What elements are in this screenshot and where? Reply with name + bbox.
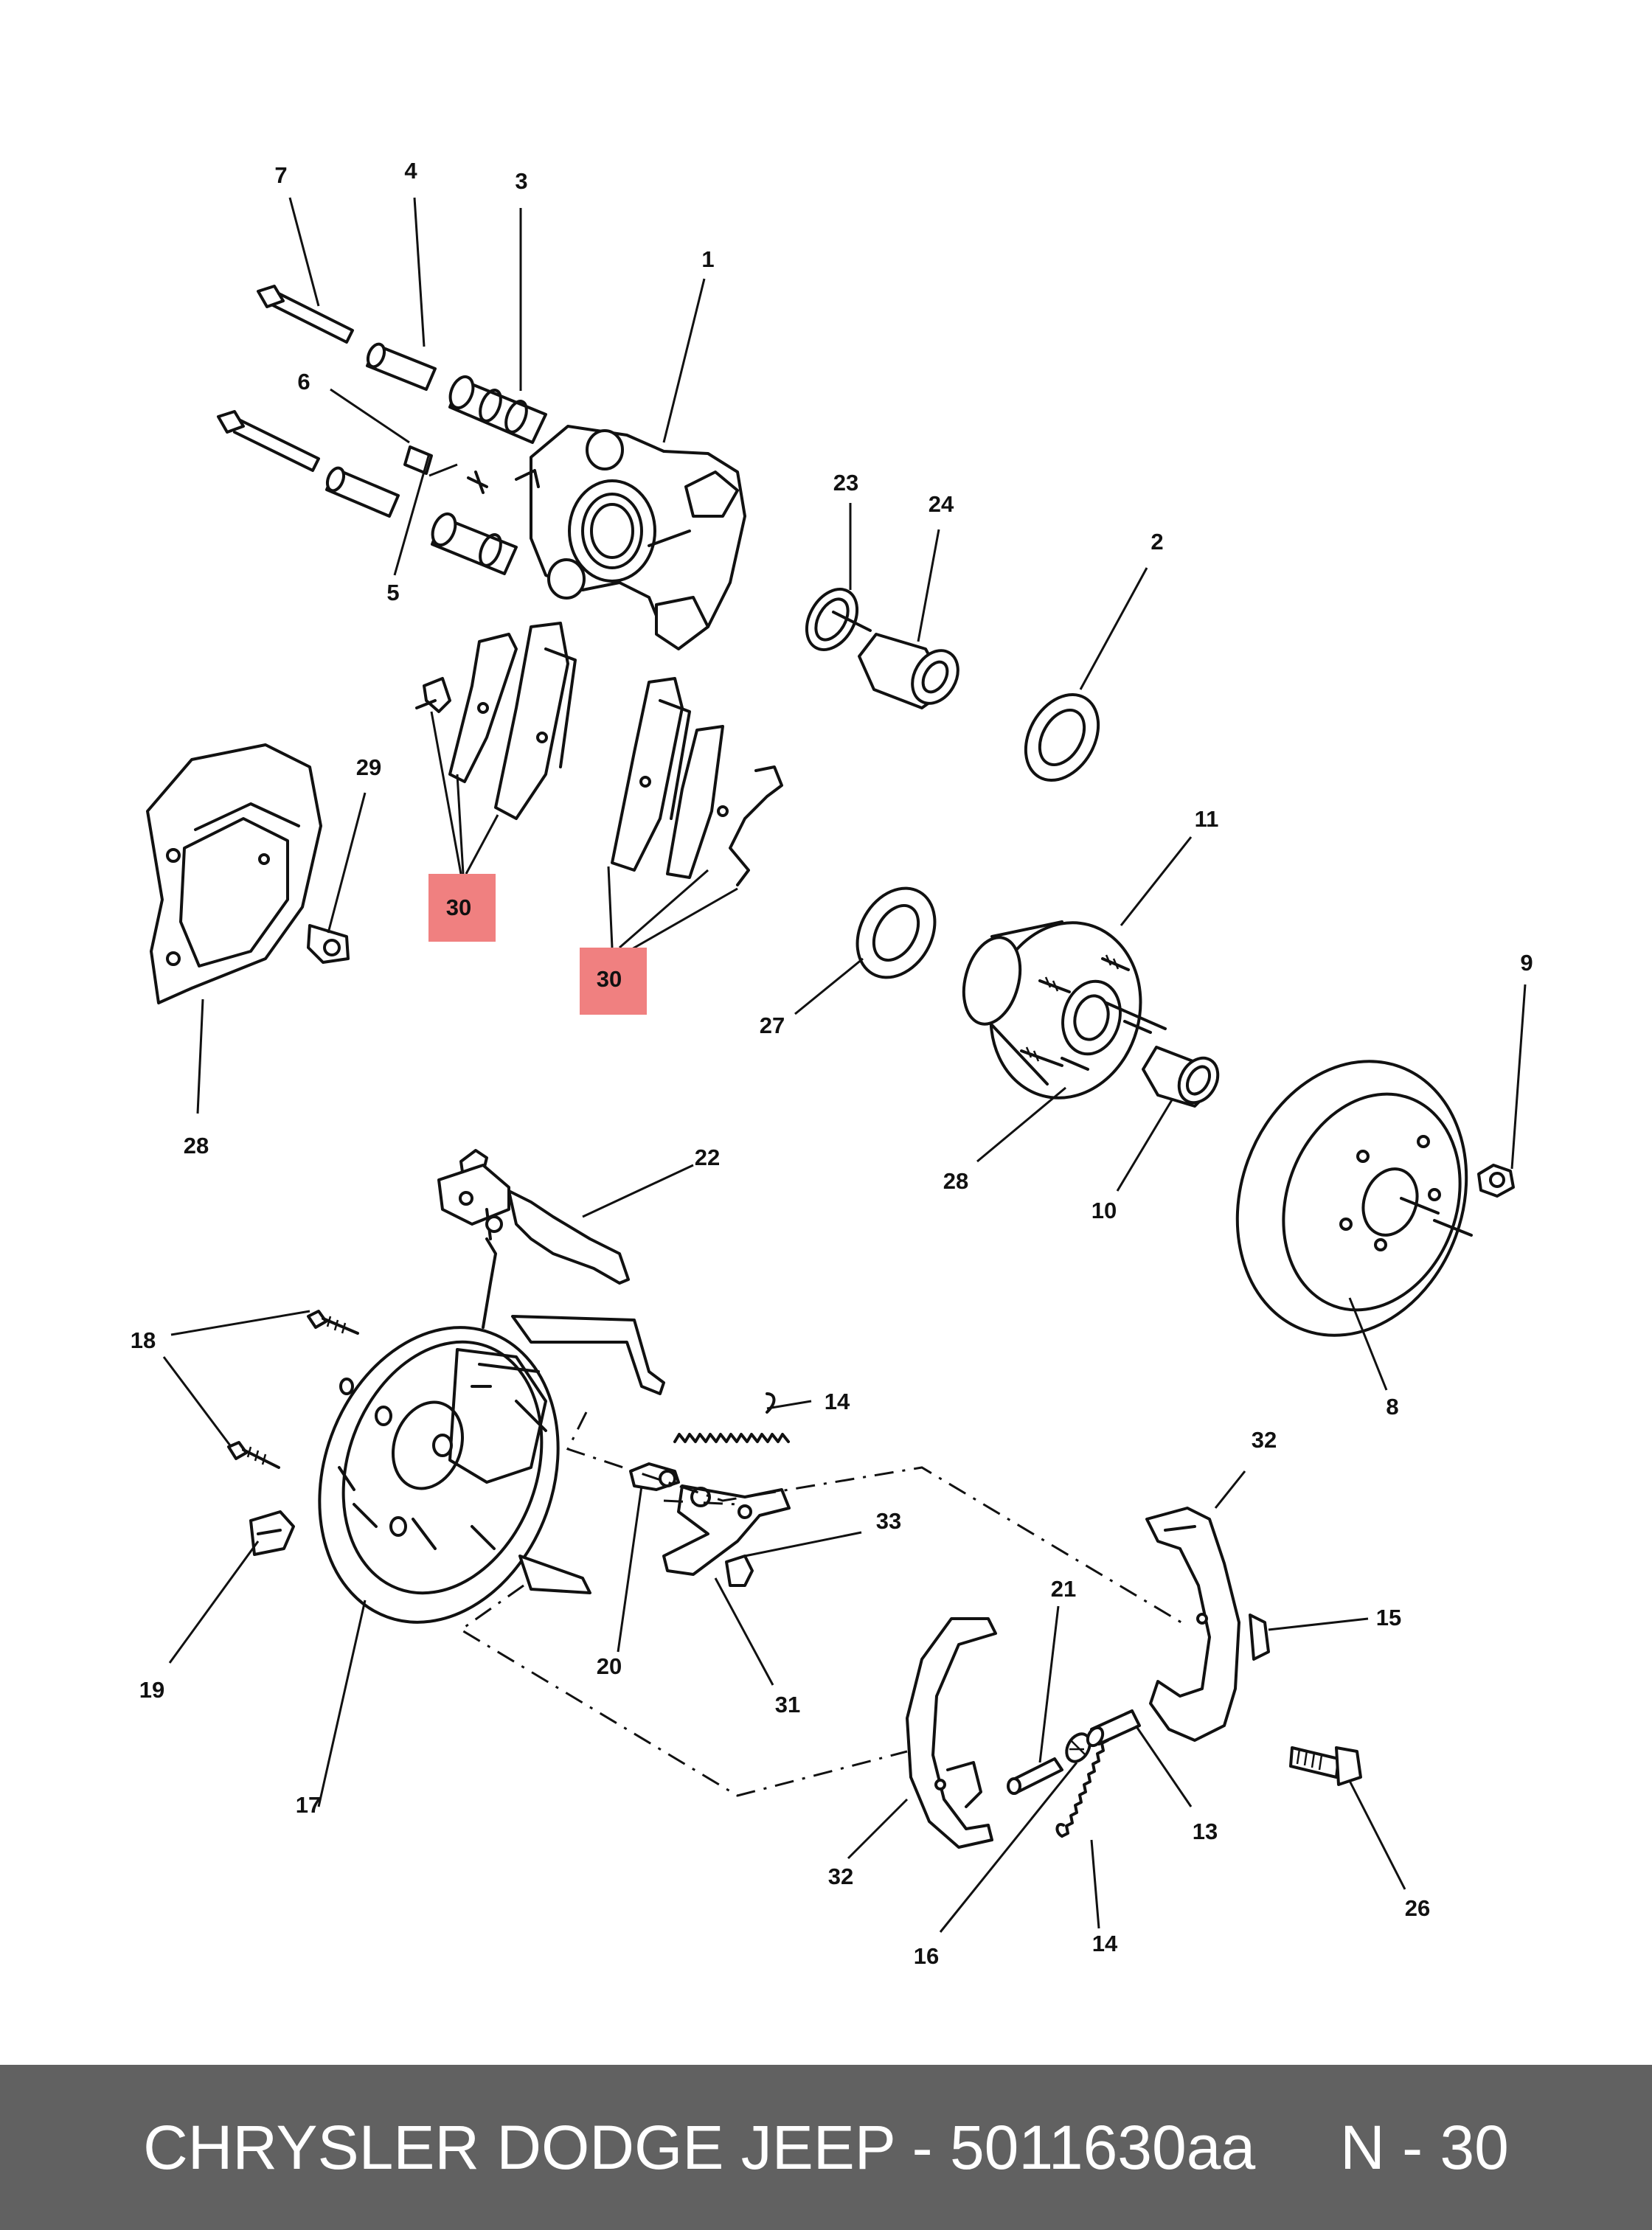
callout-30-right: 30 xyxy=(597,966,622,992)
callout-11: 11 xyxy=(1195,806,1219,832)
callout-27: 28 xyxy=(943,1168,968,1194)
footer-ref-prefix: N - xyxy=(1340,2113,1440,2182)
part-31-strut xyxy=(662,1484,791,1576)
part-1-caliper-body xyxy=(515,425,746,650)
callout-23: 23 xyxy=(833,470,858,496)
callout-33: 33 xyxy=(876,1508,901,1534)
part-28-splash-shield xyxy=(146,743,322,1004)
assembly-phantom-lines xyxy=(459,1411,1188,1797)
part-21-adjuster-pin xyxy=(1007,1757,1063,1795)
callout-8: 8 xyxy=(1386,1394,1398,1420)
part-18-bolt-lower xyxy=(227,1441,280,1469)
callout-19: 19 xyxy=(139,1677,164,1703)
caliper-lower-bushing xyxy=(431,512,518,575)
callout-4: 4 xyxy=(404,158,417,184)
footer-ref-number: 30 xyxy=(1440,2113,1509,2182)
part-27-studs xyxy=(1020,954,1152,1071)
part-16-wheel xyxy=(1065,1732,1092,1763)
callout-21: 21 xyxy=(1051,1576,1076,1602)
part-14-spring-lower xyxy=(1055,1739,1109,1838)
callout-20: 20 xyxy=(597,1653,622,1679)
part-7-bolt xyxy=(257,285,354,344)
callout-32-upper: 32 xyxy=(1252,1427,1277,1453)
footer-separator: - xyxy=(895,2113,950,2182)
part-26-seal xyxy=(856,886,937,979)
brake-pads xyxy=(415,622,783,886)
callout-1: 1 xyxy=(701,246,714,272)
part-3-bushing xyxy=(448,375,547,444)
callout-13: 13 xyxy=(1193,1819,1218,1844)
part-22-lever xyxy=(437,1149,630,1329)
callout-15: 15 xyxy=(1376,1605,1401,1630)
callout-25: 26 xyxy=(1405,1895,1430,1921)
part-23-seal xyxy=(805,588,859,651)
callout-10: 10 xyxy=(1092,1198,1117,1223)
part-24-bearing xyxy=(832,611,959,709)
part-10-ring xyxy=(1142,1046,1220,1108)
part-5-sleeve xyxy=(325,466,400,518)
callout-2: 2 xyxy=(1150,529,1163,555)
highlight-box-right xyxy=(580,948,647,1015)
callout-17: 17 xyxy=(296,1792,321,1818)
part-8-rotor-drum xyxy=(1235,1060,1473,1337)
part-4-sleeve xyxy=(366,342,437,391)
part-18-bolt-upper xyxy=(307,1310,359,1335)
part-2-seal xyxy=(1024,692,1100,782)
callout-6: 6 xyxy=(297,369,310,395)
callout-29: 29 xyxy=(356,754,381,780)
footer-caption: CHRYSLER DODGE JEEP - 5011630aa N - 30 xyxy=(0,2065,1652,2230)
highlight-box-left xyxy=(428,874,496,942)
callout-31: 31 xyxy=(775,1692,800,1717)
caliper-lower-bolt xyxy=(217,410,320,472)
callout-24: 24 xyxy=(929,491,954,517)
callout-22: 22 xyxy=(695,1144,720,1170)
part-25-bolt xyxy=(1289,1746,1362,1786)
callout-30-left: 30 xyxy=(446,895,471,920)
part-33-pin xyxy=(725,1555,754,1587)
part-11-hub xyxy=(962,920,1167,1100)
caliper-assembly xyxy=(217,285,746,650)
part-14-spring-upper xyxy=(673,1392,790,1443)
callout-28: 28 xyxy=(184,1133,209,1159)
callout-14-upper: 14 xyxy=(825,1389,850,1414)
part-9-nut xyxy=(1477,1164,1515,1198)
callout-3: 3 xyxy=(515,168,527,194)
leader-lines xyxy=(162,197,1527,1933)
part-17-backing-plate xyxy=(318,1315,665,1624)
callout-labels: 7 4 3 1 6 5 23 24 2 29 11 30 30 9 27 28 … xyxy=(131,158,1533,1969)
part-32-shoe-left xyxy=(906,1617,997,1849)
callout-14-lower: 14 xyxy=(1092,1931,1118,1956)
part-19-clip xyxy=(249,1510,295,1556)
callout-9: 9 xyxy=(1520,950,1533,976)
part-20-lever xyxy=(629,1462,680,1491)
callout-26: 27 xyxy=(760,1012,785,1038)
footer-part-number: 5011630aa xyxy=(949,2113,1256,2182)
highlight-boxes xyxy=(428,874,647,1015)
footer-bar: CHRYSLER DODGE JEEP - 5011630aa N - 30 xyxy=(0,2065,1652,2230)
callout-5: 5 xyxy=(386,580,399,605)
part-13-adjuster xyxy=(1086,1709,1141,1748)
part-32-shoe-right xyxy=(1145,1507,1270,1742)
callout-18: 18 xyxy=(131,1327,156,1353)
exploded-parts-diagram: 7 4 3 1 6 5 23 24 2 29 11 30 30 9 27 28 … xyxy=(131,158,1533,1969)
callout-32-lower: 32 xyxy=(828,1863,853,1889)
callout-16: 16 xyxy=(914,1943,939,1969)
part-29-bolt xyxy=(307,924,350,964)
footer-brand: CHRYSLER DODGE JEEP xyxy=(143,2113,895,2182)
callout-7: 7 xyxy=(274,162,287,188)
